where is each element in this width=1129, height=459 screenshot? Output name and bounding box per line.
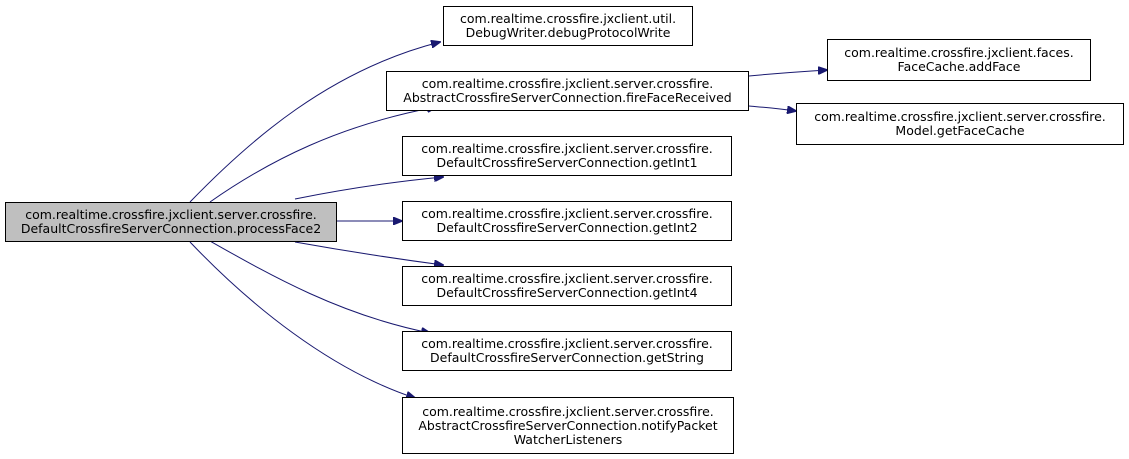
node-label-line2: Model.getFaceCache	[895, 123, 1025, 138]
node-get-int4[interactable]: com.realtime.crossfire.jxclient.server.c…	[402, 266, 732, 306]
edge-fire-addface	[748, 70, 827, 77]
node-label-line1: com.realtime.crossfire.jxclient.server.c…	[422, 403, 714, 419]
node-model-get-face-cache[interactable]: com.realtime.crossfire.jxclient.server.c…	[796, 103, 1124, 145]
edge-root-notify	[189, 241, 415, 398]
node-label-line2: DefaultCrossfireServerConnection.getInt2	[436, 220, 698, 235]
node-notify-packet-watcher-listeners[interactable]: com.realtime.crossfire.jxclient.server.c…	[402, 397, 734, 454]
node-fire-face-received[interactable]: com.realtime.crossfire.jxclient.server.c…	[386, 71, 749, 111]
node-get-int1[interactable]: com.realtime.crossfire.jxclient.server.c…	[402, 136, 732, 176]
node-label-line2: AbstractCrossfireServerConnection.notify…	[418, 417, 718, 433]
node-label-line3: WatcherListeners	[513, 431, 623, 447]
node-label-line1: com.realtime.crossfire.jxclient.server.c…	[421, 206, 713, 221]
node-debug-protocol-write[interactable]: com.realtime.crossfire.jxclient.util. De…	[443, 6, 693, 46]
node-label-line2: AbstractCrossfireServerConnection.fireFa…	[403, 90, 732, 105]
edge-root-fire	[209, 107, 436, 203]
node-label-line1: com.realtime.crossfire.jxclient.server.c…	[421, 76, 714, 91]
node-label-line2: DefaultCrossfireServerConnection.getInt1	[436, 155, 698, 170]
node-label-line2: DefaultCrossfireServerConnection.process…	[20, 221, 322, 236]
node-label-line2: DefaultCrossfireServerConnection.getInt4	[436, 285, 698, 300]
edge-root-int4	[294, 241, 443, 265]
node-label-line1: com.realtime.crossfire.jxclient.util.	[459, 11, 677, 26]
edge-root-int1	[294, 177, 443, 200]
node-get-int2[interactable]: com.realtime.crossfire.jxclient.server.c…	[402, 201, 732, 241]
edge-root-debug	[189, 42, 440, 203]
node-label-line2: DebugWriter.debugProtocolWrite	[465, 25, 671, 40]
node-label-line1: com.realtime.crossfire.jxclient.server.c…	[421, 271, 713, 286]
node-label-line1: com.realtime.crossfire.jxclient.server.c…	[25, 207, 317, 222]
node-label-line1: com.realtime.crossfire.jxclient.server.c…	[421, 336, 713, 351]
node-label-line2: DefaultCrossfireServerConnection.getStri…	[430, 350, 704, 365]
node-label-line2: FaceCache.addFace	[897, 59, 1021, 74]
node-label-line1: com.realtime.crossfire.jxclient.server.c…	[814, 109, 1106, 124]
edge-root-str	[209, 240, 430, 333]
node-get-string[interactable]: com.realtime.crossfire.jxclient.server.c…	[402, 331, 732, 371]
node-face-cache-add-face[interactable]: com.realtime.crossfire.jxclient.faces. F…	[827, 39, 1091, 81]
node-label-line1: com.realtime.crossfire.jxclient.server.c…	[421, 141, 713, 156]
node-process-face2[interactable]: com.realtime.crossfire.jxclient.server.c…	[5, 202, 337, 242]
node-label-line1: com.realtime.crossfire.jxclient.faces.	[844, 45, 1074, 60]
edge-fire-getfc	[748, 105, 796, 111]
